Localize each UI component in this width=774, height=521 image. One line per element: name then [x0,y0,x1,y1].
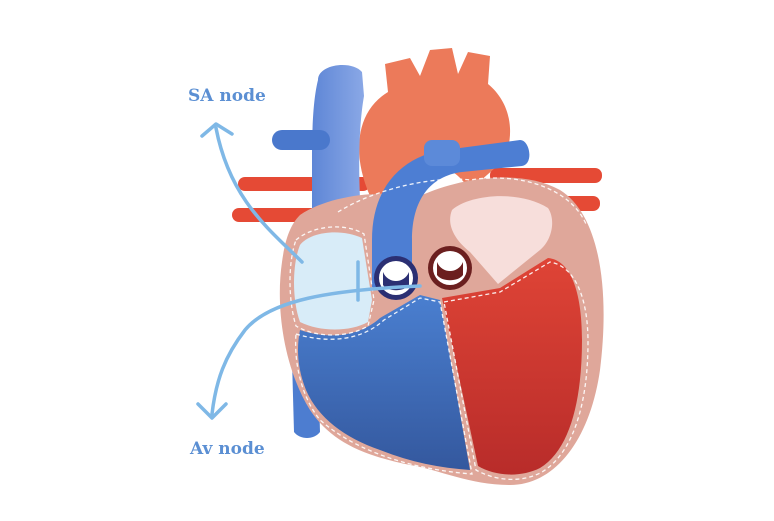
av-node-line [210,284,422,416]
sa-node-line [214,126,304,264]
pulmonary-valve [374,256,418,300]
left-ventricle [442,258,582,475]
sa-node-label: SA node [188,86,266,106]
av-node-arrowhead [196,402,228,420]
vena-cava-branch [272,130,330,150]
right-atrium [294,232,372,330]
pulmonary-trunk-cap [424,140,460,166]
left-atrium [450,196,553,284]
av-node-pointer [196,260,422,420]
sa-node-pointer [200,122,304,264]
av-node-label: Av node [190,439,265,459]
aortic-valve [428,246,472,290]
sa-node-arrowhead [200,122,234,138]
chamber-outlines [289,177,589,481]
superior-vena-cava [312,65,364,232]
pulmonary-trunk [372,140,530,292]
